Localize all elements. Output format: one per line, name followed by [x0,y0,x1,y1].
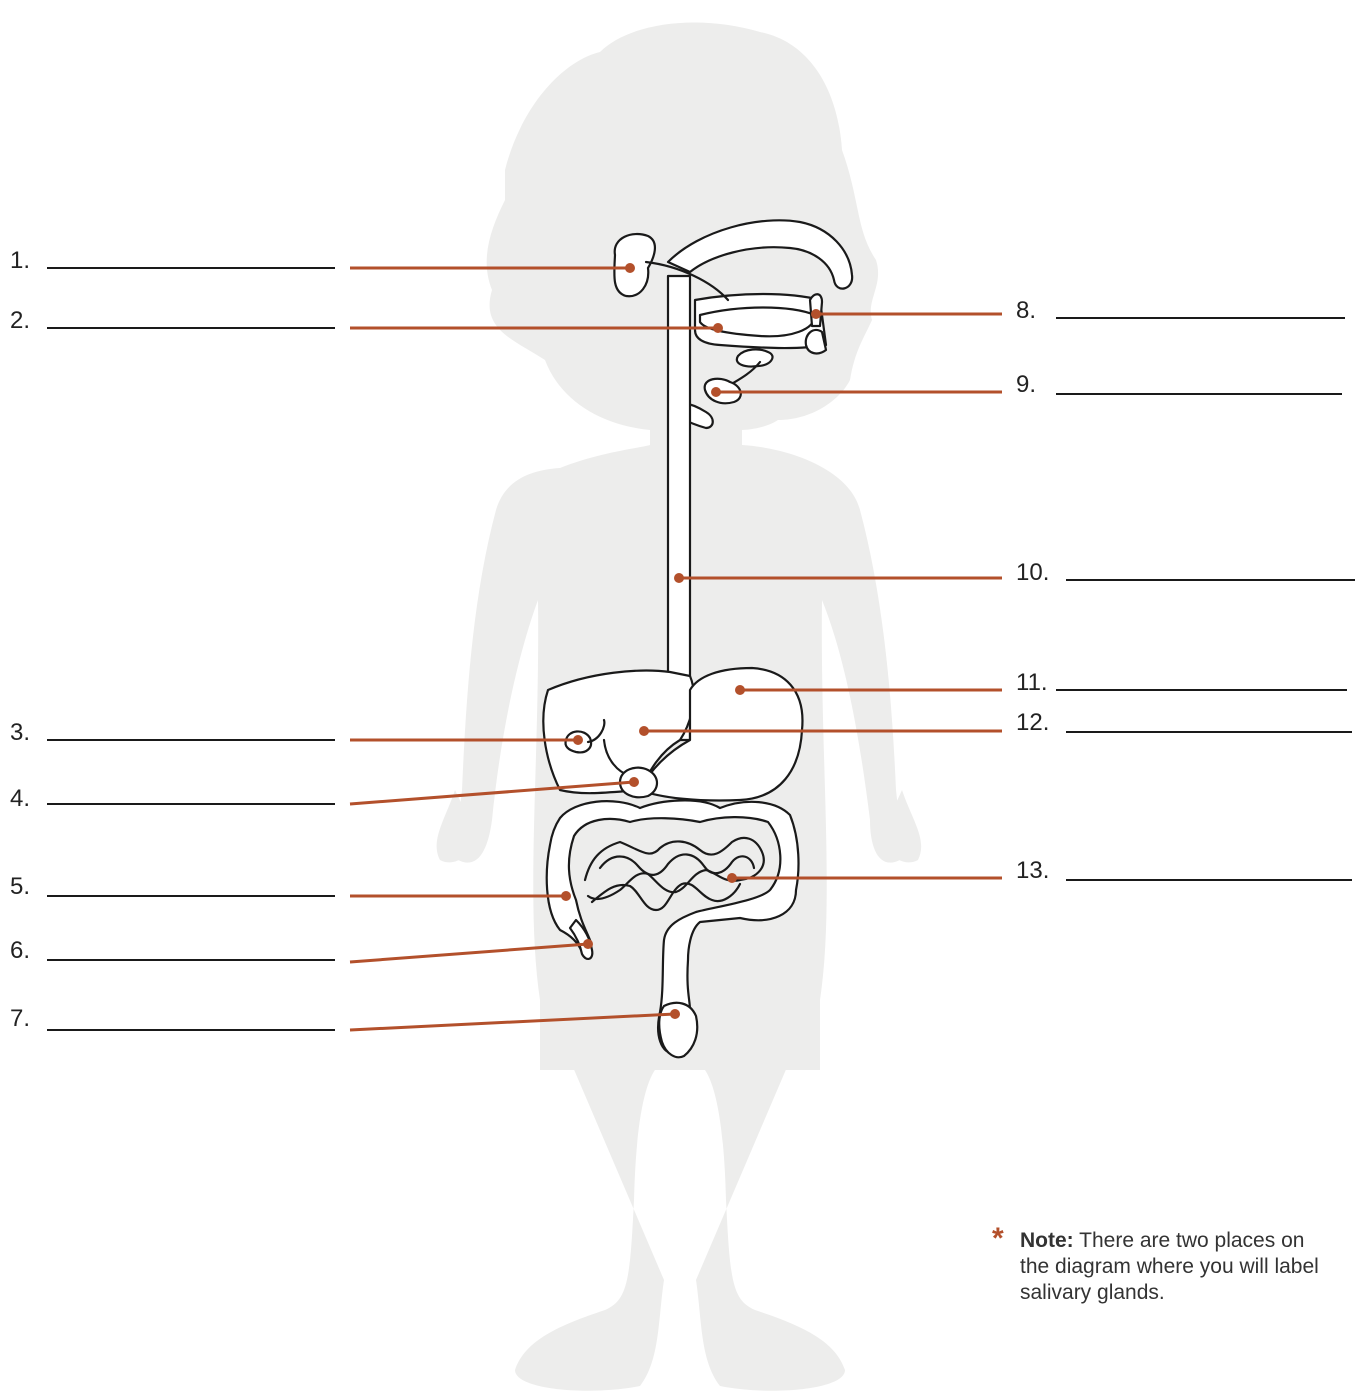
leader-dot-9 [711,387,721,397]
label-number-11: 11. [1016,669,1048,696]
leader-dot-12 [639,726,649,736]
leader-dot-3 [573,735,583,745]
label-number-3: 3. [10,719,30,746]
leader-dot-7 [670,1009,680,1019]
leader-dot-8 [811,309,821,319]
esophagus [668,276,690,740]
label-number-8: 8. [1016,297,1036,324]
label-number-12: 12. [1016,709,1049,736]
leader-dot-6 [583,939,593,949]
leader-dot-5 [561,891,571,901]
label-number-2: 2. [10,307,30,334]
label-number-1: 1. [10,247,30,274]
leader-dot-11 [735,685,745,695]
label-number-9: 9. [1016,371,1036,398]
label-number-6: 6. [10,937,30,964]
leader-dot-2 [713,323,723,333]
note-asterisk-icon: * [992,1226,1004,1252]
label-number-13: 13. [1016,857,1049,884]
note-box: * Note: There are two places on the diag… [992,1228,1332,1306]
note-body: Note: There are two places on the diagra… [1020,1228,1332,1306]
label-number-10: 10. [1016,559,1049,586]
leader-dot-1 [625,263,635,273]
label-number-7: 7. [10,1005,30,1032]
leader-dot-4 [629,777,639,787]
note-lead: Note: [1020,1229,1074,1252]
lower-tooth [806,330,826,353]
label-number-4: 4. [10,785,30,812]
leader-dot-13 [727,873,737,883]
leader-dot-10 [674,573,684,583]
sublingual-gland [737,349,773,366]
label-number-5: 5. [10,873,30,900]
label-numbers: 1. 2. 3. 4. 5. 6. 7. 8. 9. 10. 11. 12. 1… [10,247,1049,1032]
